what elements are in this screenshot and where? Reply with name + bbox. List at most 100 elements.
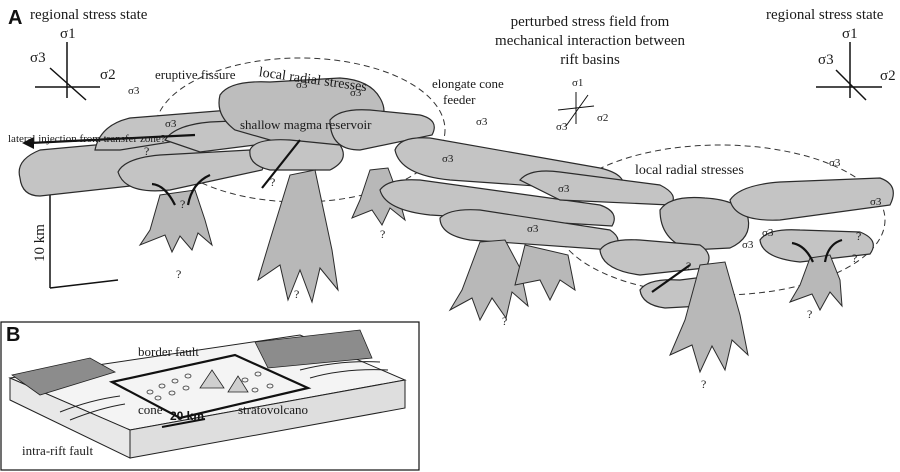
cone [146,389,154,395]
sill [249,139,344,171]
fault-line [69,403,126,421]
sigma3-label: σ3 [818,52,834,68]
sill [599,239,710,276]
question-mark: ? [701,377,706,391]
panel-b-label: B [6,324,20,346]
curved-arrow [823,238,843,263]
downward-arrow [261,139,301,189]
stratovolcano-icon [227,375,249,393]
lateral-injection-label: lateral injection from transfer zone? [8,133,166,145]
cone-field [146,371,274,401]
perturbed-stress: perturbed stress field from mechanical i… [495,14,685,133]
sigma3-axis [835,69,867,101]
stratovolcano-label: stratovolcano [238,402,308,417]
sigma3-tag: σ3 [762,227,774,239]
sigma3-tag: σ3 [742,239,754,251]
question-mark: ? [380,227,385,241]
sigma1-label: σ1 [842,26,858,42]
cone [158,383,166,389]
perturbed-line3: rift basins [560,52,620,68]
sigma3-tag: σ3 [829,157,841,169]
panel-b: B [0,321,420,471]
eruptive-fissure-label: eruptive fissure [155,67,236,82]
cone [266,383,274,389]
perturbed-line1: perturbed stress field from [511,14,670,30]
question-mark: ? [856,229,861,243]
scale-label-20km: 20 km [170,409,204,423]
cone [184,373,192,379]
feeder-root [788,254,843,312]
sigma3-tag: σ3 [442,153,454,165]
panel-a-label: A [8,7,22,29]
question-mark: ? [686,259,691,273]
question-mark: ? [294,287,299,301]
downward-arrow [651,264,691,293]
block-front-right [129,379,406,459]
border-fault-label: border fault [138,344,199,359]
question-mark: ? [144,144,149,158]
scale-bar-20km [161,418,206,428]
feeder-root [257,169,339,304]
intra-rift-faults [59,361,389,421]
flow-arrows [22,133,843,293]
sill [439,209,619,251]
feeder-root [448,239,529,322]
sigma3-axis [49,67,87,101]
question-mark: ? [502,314,507,328]
border-fault-scarp [11,357,117,396]
regional-stress-left: regional stress state σ1 σ3 σ2 [30,7,148,101]
curved-arrow [186,173,211,206]
stratovolcano-icon [199,369,225,389]
sigma2-label: σ2 [597,112,608,124]
scale-bar-10km: 10 km [32,183,119,289]
sigma2-label: σ2 [880,68,896,84]
study-area-box [108,353,312,420]
cone [254,371,262,377]
border-fault-scarp [254,329,373,369]
scale-label: 10 km [32,224,48,262]
feeder-root [514,244,576,302]
lateral-injection-arrow [29,133,196,145]
scale-horizontal [49,279,119,289]
regional-stress-right: regional stress state σ1 σ3 σ2 [766,7,896,101]
question-mark: ? [807,307,812,321]
sill [729,177,894,221]
sigma2-axis [557,105,595,111]
sigma3-axis [565,94,589,127]
sigma3-label: σ3 [30,50,46,66]
elongate-cone-feeder-label: feeder [443,92,476,107]
question-mark: ? [180,197,185,211]
intra-rift-fault-label: intra-rift fault [22,443,93,458]
magma-system [18,77,894,374]
fault-line [299,361,381,371]
sill [759,229,874,263]
fault-line [59,395,121,413]
cone [182,385,190,391]
regional-stress-right-title: regional stress state [766,7,884,23]
feeder-root [138,189,213,254]
sigma3-tag: σ3 [296,79,308,91]
sigma3-tag: σ3 [558,183,570,195]
sigma3-tag: σ3 [527,223,539,235]
cone [241,377,249,383]
curved-arrow [151,182,176,206]
sigma1-label: σ1 [572,77,583,89]
feeder-root [669,261,749,374]
sigma3-tag: σ3 [165,118,177,130]
cone [171,378,179,384]
question-mark: ? [270,175,275,189]
local-radial-label-right: local radial stresses [635,163,744,178]
curved-arrow [791,241,814,263]
elongate-cone-label: elongate cone [432,76,504,91]
sigma2-label: σ2 [100,67,116,83]
question-mark: ? [176,267,181,281]
sigma1-label: σ1 [60,26,76,42]
cone-label: cone [138,402,163,417]
sigma3-tag: σ3 [870,196,882,208]
cone [154,395,162,401]
cone [251,387,259,393]
shallow-reservoir-label: shallow magma reservoir [240,117,372,132]
sigma3-tag: σ3 [350,87,362,99]
fault-line [309,369,389,379]
